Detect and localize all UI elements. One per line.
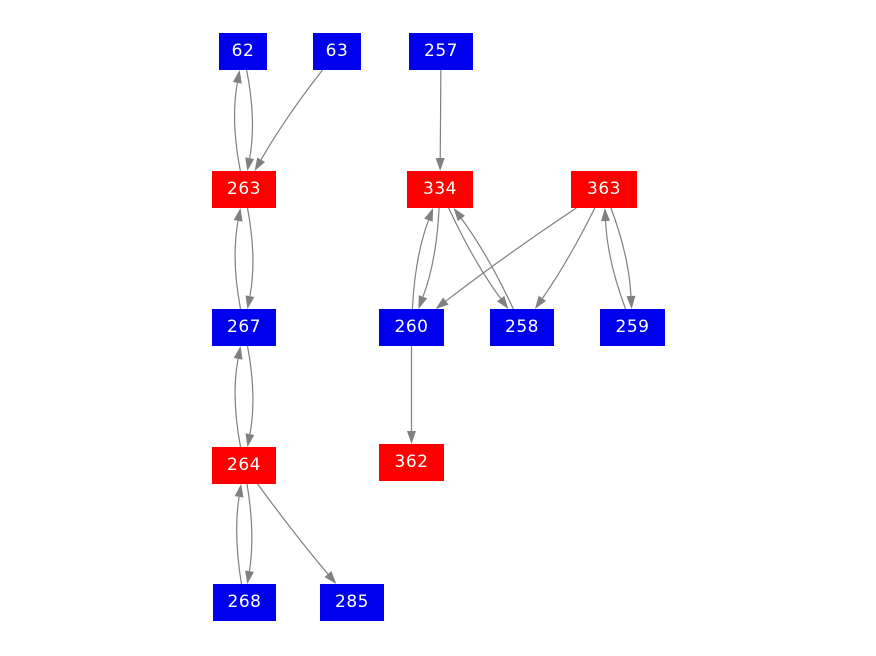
graph-edge-arrowhead-260-to-362 xyxy=(407,431,416,444)
graph-node-285[interactable]: 285 xyxy=(320,584,384,621)
graph-node-63[interactable]: 63 xyxy=(313,33,361,70)
graph-edge-363-to-258 xyxy=(541,207,596,299)
graph-edge-arrowhead-264-to-267 xyxy=(233,346,243,360)
graph-node-label: 268 xyxy=(227,592,262,612)
graph-node-label: 259 xyxy=(615,317,650,337)
graph-edge-268-to-264 xyxy=(236,496,243,585)
graph-edge-257-to-334 xyxy=(439,69,442,159)
graph-edge-arrowhead-268-to-264 xyxy=(234,484,244,498)
graph-edge-arrowhead-257-to-334 xyxy=(435,157,445,171)
graph-node-label: 257 xyxy=(424,41,458,61)
graph-node-363[interactable]: 363 xyxy=(571,171,637,208)
graph-edge-62-to-263 xyxy=(246,69,254,159)
graph-edge-arrowhead-258-to-334 xyxy=(453,208,465,222)
graph-node-label: 334 xyxy=(423,179,457,199)
graph-node-label: 260 xyxy=(394,317,429,337)
graph-edge-263-to-267 xyxy=(246,207,254,297)
graph-edge-arrowhead-63-to-263 xyxy=(254,157,265,171)
graph-edge-arrowhead-260-to-334 xyxy=(424,208,434,222)
graph-node-label: 285 xyxy=(335,592,369,612)
graph-node-264[interactable]: 264 xyxy=(212,447,276,484)
graph-edge-arrowhead-267-to-263 xyxy=(233,208,243,222)
graph-edge-arrowhead-363-to-258 xyxy=(534,295,547,309)
graph-edge-259-to-363 xyxy=(604,220,627,310)
graph-node-label: 267 xyxy=(227,317,261,337)
graph-edge-263-to-62 xyxy=(233,82,241,172)
graph-node-label: 263 xyxy=(227,179,261,199)
graph-edge-arrowhead-334-to-258 xyxy=(497,295,509,309)
graph-edge-arrowhead-264-to-268 xyxy=(244,570,254,584)
graph-node-257[interactable]: 257 xyxy=(409,33,473,70)
graph-edge-264-to-285 xyxy=(257,483,329,575)
graph-edge-arrowhead-263-to-62 xyxy=(232,70,242,84)
graph-node-label: 62 xyxy=(231,41,255,61)
graph-node-label: 63 xyxy=(325,41,349,61)
graph-edge-264-to-267 xyxy=(234,358,242,448)
graph-edge-334-to-258 xyxy=(448,207,502,299)
graph-edge-arrowhead-264-to-285 xyxy=(324,571,337,584)
graph-edge-arrowhead-363-to-259 xyxy=(626,295,636,309)
graph-edge-arrowhead-363-to-260 xyxy=(435,297,449,309)
graph-node-334[interactable]: 334 xyxy=(407,171,473,208)
graph-edge-arrowhead-62-to-263 xyxy=(245,157,255,171)
graph-node-258[interactable]: 258 xyxy=(490,309,554,346)
graph-node-268[interactable]: 268 xyxy=(213,584,276,621)
graph-edge-334-to-260 xyxy=(422,207,440,298)
graph-node-259[interactable]: 259 xyxy=(600,309,665,346)
graph-edge-arrowhead-334-to-260 xyxy=(418,295,428,309)
graph-node-label: 363 xyxy=(587,179,621,199)
graph-edge-63-to-263 xyxy=(260,69,323,161)
graph-edge-arrowhead-259-to-363 xyxy=(601,208,611,222)
graph-node-362[interactable]: 362 xyxy=(379,444,444,481)
graph-edge-264-to-268 xyxy=(246,483,253,572)
graph-edge-267-to-263 xyxy=(234,220,242,310)
graph-node-62[interactable]: 62 xyxy=(219,33,267,70)
graph-edge-arrowhead-263-to-267 xyxy=(245,295,255,309)
graph-edge-258-to-334 xyxy=(460,218,514,310)
graph-edge-363-to-259 xyxy=(610,207,632,297)
graph-edge-267-to-264 xyxy=(246,345,254,435)
graph-node-260[interactable]: 260 xyxy=(379,309,444,346)
graph-node-label: 258 xyxy=(505,317,539,337)
graph-node-263[interactable]: 263 xyxy=(212,171,276,208)
graph-edge-260-to-334 xyxy=(411,219,430,310)
graph-edge-arrowhead-267-to-264 xyxy=(245,433,255,447)
graph-node-267[interactable]: 267 xyxy=(212,309,276,346)
graph-edge-363-to-260 xyxy=(445,207,577,302)
graph-node-label: 264 xyxy=(227,455,261,475)
graph-node-label: 362 xyxy=(394,452,429,472)
